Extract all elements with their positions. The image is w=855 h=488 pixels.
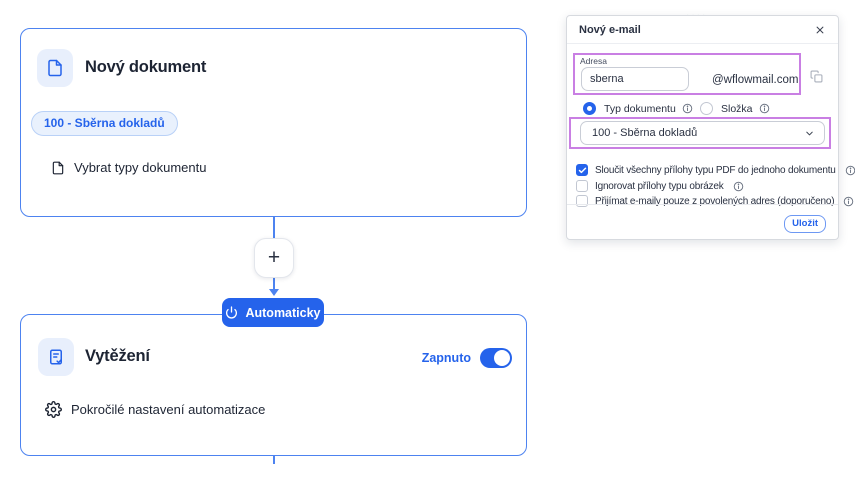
info-icon[interactable] xyxy=(845,165,855,176)
document-type-select[interactable]: 100 - Sběrna dokladů xyxy=(580,121,825,145)
document-icon xyxy=(48,59,62,77)
radio-slozka-label: Složka xyxy=(721,102,753,115)
select-value: 100 - Sběrna dokladů xyxy=(592,127,698,139)
checkbox-allowed-senders-label: Přijímat e-maily pouze z povolených adre… xyxy=(595,195,835,207)
document-check-icon xyxy=(50,349,62,365)
node2-action-label: Pokročilé nastavení automatizace xyxy=(71,402,266,417)
address-label: Adresa xyxy=(580,56,607,66)
info-icon[interactable] xyxy=(759,103,770,114)
modal-footer-divider xyxy=(567,204,838,205)
annotation-highlight-select xyxy=(569,117,831,149)
document-type-badge[interactable]: 100 - Sběrna dokladů xyxy=(31,111,178,136)
extraction-icon-box xyxy=(38,338,74,376)
gear-icon xyxy=(45,401,62,418)
checkbox-ignore-images[interactable] xyxy=(576,180,588,192)
select-document-types-action[interactable]: Vybrat typy dokumentu xyxy=(51,160,206,175)
radio-group-doc-type: Typ dokumentu xyxy=(583,102,693,115)
copy-icon[interactable] xyxy=(810,70,823,83)
node-card-new-document[interactable]: Nový dokument 100 - Sběrna dokladů Vybra… xyxy=(20,28,527,217)
checkbox-row-allowed-senders: Přijímat e-maily pouze z povolených adre… xyxy=(576,195,854,207)
automatic-label: Automaticky xyxy=(245,305,321,320)
connector-line-bottom xyxy=(273,456,275,464)
toggle-knob xyxy=(494,350,510,366)
info-icon[interactable] xyxy=(843,196,854,207)
extraction-toggle[interactable] xyxy=(480,348,512,368)
toggle-label: Zapnuto xyxy=(421,351,471,365)
connector-line-top xyxy=(273,217,275,238)
connector-arrow-down xyxy=(269,289,279,296)
extraction-toggle-cluster: Zapnuto xyxy=(422,348,512,368)
radio-typ-dokumentu[interactable] xyxy=(583,102,596,115)
automatic-trigger-button[interactable]: Automaticky xyxy=(222,298,324,327)
radio-typ-dokumentu-label: Typ dokumentu xyxy=(604,102,676,115)
document-icon-box xyxy=(37,49,73,87)
radio-slozka[interactable] xyxy=(700,102,713,115)
email-domain-text: @wflowmail.com xyxy=(712,74,799,86)
new-email-modal: Nový e-mail Adresa @wflowmail.com Typ do… xyxy=(566,15,855,240)
address-input[interactable] xyxy=(581,67,689,91)
info-icon[interactable] xyxy=(682,103,693,114)
document-outline-icon xyxy=(52,161,64,174)
node2-title: Vytěžení xyxy=(85,347,150,365)
node1-action-label: Vybrat typy dokumentu xyxy=(74,160,207,175)
checkbox-ignore-images-label: Ignorovat přílohy typu obrázek xyxy=(595,180,724,192)
close-icon[interactable] xyxy=(812,22,828,38)
node-card-extraction[interactable]: Vytěžení Zapnuto Pokročilé nastavení aut… xyxy=(20,314,527,456)
checkbox-merge-pdf[interactable] xyxy=(576,164,588,176)
chevron-down-icon xyxy=(806,131,813,135)
node1-title: Nový dokument xyxy=(85,58,207,76)
add-step-button[interactable]: + xyxy=(254,238,294,278)
power-icon xyxy=(226,306,238,319)
modal-title: Nový e-mail xyxy=(579,24,641,36)
info-icon[interactable] xyxy=(733,181,744,192)
annotation-highlight-address xyxy=(573,53,801,95)
modal-header: Nový e-mail xyxy=(567,16,838,44)
checkbox-merge-pdf-label: Sloučit všechny přílohy typu PDF do jedn… xyxy=(595,164,836,176)
save-button[interactable]: Uložit xyxy=(784,215,826,233)
checkbox-allowed-senders[interactable] xyxy=(576,195,588,207)
checkbox-row-merge-pdf: Sloučit všechny přílohy typu PDF do jedn… xyxy=(576,164,855,176)
advanced-automation-settings-action[interactable]: Pokročilé nastavení automatizace xyxy=(45,401,265,418)
checkbox-row-ignore-images: Ignorovat přílohy typu obrázek xyxy=(576,180,744,192)
radio-group-folder: Složka xyxy=(700,102,770,115)
connector-line-mid xyxy=(273,278,275,289)
